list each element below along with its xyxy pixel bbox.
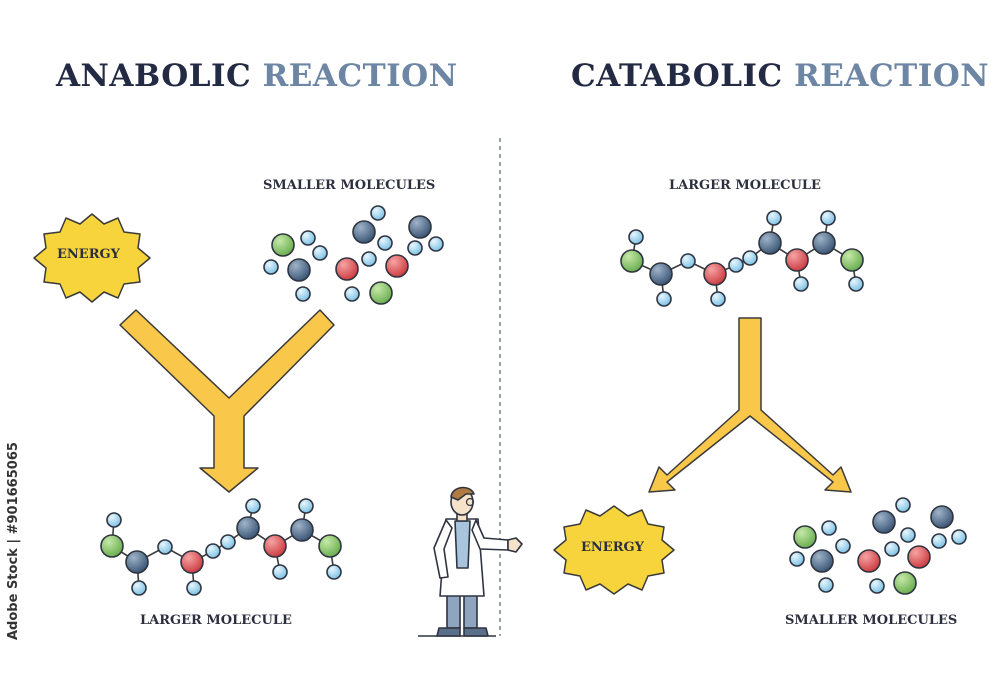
energy-burst-right bbox=[553, 505, 675, 595]
anabolic-title-reaction: REACTION bbox=[262, 58, 458, 94]
anabolic-energy-label: ENERGY bbox=[57, 247, 120, 262]
atoms bbox=[100, 205, 967, 596]
scientist-figure bbox=[418, 486, 523, 637]
anabolic-output-label: LARGER MOLECULE bbox=[140, 613, 292, 628]
catabolic-energy-label: ENERGY bbox=[581, 540, 644, 555]
anabolic-title-word: ANABOLIC bbox=[56, 58, 252, 94]
energy-burst-left bbox=[33, 213, 151, 303]
catabolic-title-reaction: REACTION bbox=[794, 58, 990, 94]
catabolic-input-label: LARGER MOLECULE bbox=[669, 178, 821, 193]
stock-credit: Adobe Stock | #901665065 bbox=[6, 442, 21, 640]
catabolic-title: CATABOLIC REACTION bbox=[571, 58, 989, 94]
catabolic-title-word: CATABOLIC bbox=[571, 58, 783, 94]
split-arrow bbox=[648, 317, 852, 493]
anabolic-input-label: SMALLER MOLECULES bbox=[263, 178, 436, 193]
catabolic-output-label: SMALLER MOLECULES bbox=[785, 613, 958, 628]
anabolic-title: ANABOLIC REACTION bbox=[56, 58, 458, 94]
merge-arrow bbox=[119, 309, 335, 493]
